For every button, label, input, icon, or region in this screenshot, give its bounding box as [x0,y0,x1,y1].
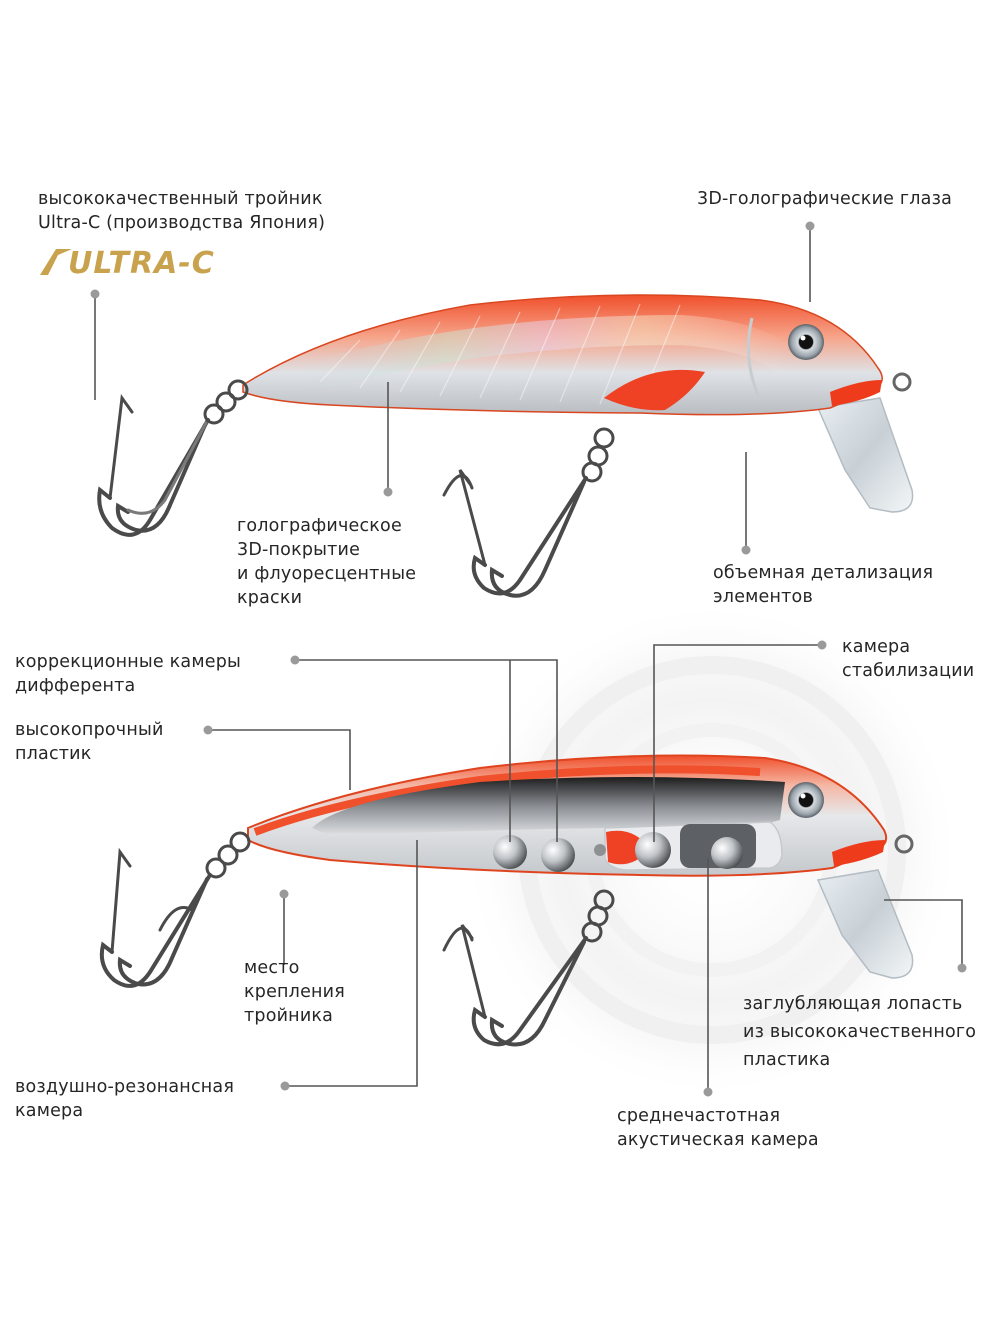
bottom-line-tie [894,834,914,854]
label-3d-eyes: 3D-голографические глаза [697,189,953,209]
label-stabilization-chamber: камера стабилизации [842,637,975,681]
top-diving-lip [816,397,914,513]
bottom-diving-lip [816,869,914,979]
ultra-c-logo-mark [40,249,72,275]
bottom-lure [99,754,914,1047]
internal-cavity [312,777,785,836]
label-holographic-coating: голографическое 3D-покрытие и флуоресцен… [237,516,417,608]
top-belly-treble-hook [442,427,615,598]
label-hook-mount: место крепления тройника [244,958,345,1026]
trim-chamber-balls [493,835,606,872]
leader-lines [94,226,963,1090]
ultra-c-logo: ULTRA-C [38,246,215,281]
acoustic-ball [711,837,743,869]
label-trim-chambers: коррекционные камеры дифферента [15,652,242,696]
label-volume-detailing: объемная детализация элементов [713,563,934,607]
bottom-rear-treble-hook [99,831,251,988]
top-pectoral-fin [604,369,705,411]
top-eye [788,324,824,360]
bottom-belly-treble-hook [442,889,615,1047]
top-lure [97,294,914,598]
top-line-tie [892,372,912,392]
label-air-resonance-chamber: воздушно-резонансная камера [15,1077,235,1121]
stabilization-ball [635,832,671,868]
leader-dots [90,221,967,1097]
bottom-eye [788,782,824,818]
label-acoustic-chamber: среднечастотная акустическая камера [617,1106,819,1150]
label-treble-hook: высококачественный тройник Ultra-C (прои… [38,189,326,233]
top-rear-treble-hook [97,379,249,537]
label-diving-lip: заглубляющая лопасть из высококачественн… [743,994,977,1070]
label-high-strength-plastic: высокопрочный пластик [15,720,164,764]
